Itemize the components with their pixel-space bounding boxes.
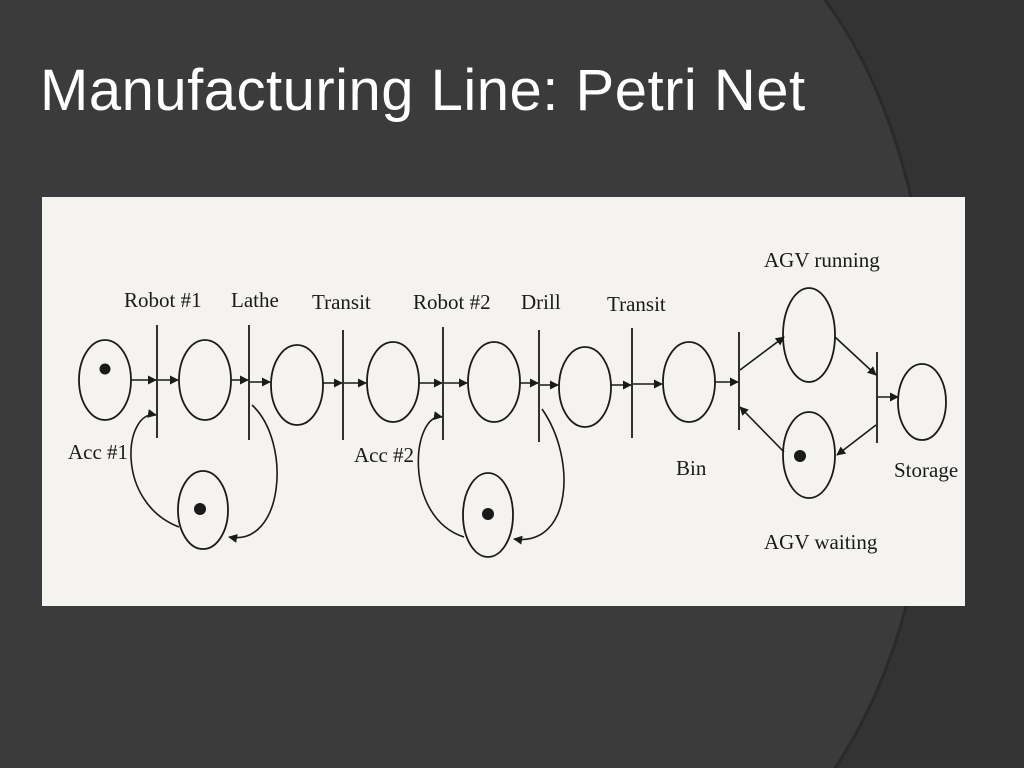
petri-net-figure: Robot #1 Lathe Transit Robot #2 Drill Tr… bbox=[42, 197, 965, 606]
arc-drill-acc2 bbox=[513, 408, 565, 545]
place-acc2 bbox=[462, 472, 514, 558]
place-acc1 bbox=[177, 470, 229, 550]
arc-dispatch-agv-running bbox=[739, 336, 785, 371]
place-input bbox=[78, 339, 132, 421]
label-lathe: Lathe bbox=[231, 288, 279, 312]
place-after-transit1 bbox=[366, 341, 420, 423]
label-drill: Drill bbox=[521, 290, 561, 314]
place-storage bbox=[897, 363, 947, 441]
token-input bbox=[99, 363, 111, 375]
label-bin: Bin bbox=[676, 456, 707, 480]
token-agv-waiting bbox=[794, 450, 806, 462]
place-after-drill bbox=[558, 346, 612, 428]
arc-agv-running-deliver bbox=[834, 336, 877, 376]
arc-acc2-robot2 bbox=[417, 411, 465, 538]
token-acc2 bbox=[482, 508, 494, 520]
label-storage: Storage bbox=[894, 458, 958, 482]
petri-net-diagram: Robot #1 Lathe Transit Robot #2 Drill Tr… bbox=[68, 248, 958, 558]
label-agv-waiting: AGV waiting bbox=[764, 530, 878, 554]
arc-lathe-acc1 bbox=[228, 404, 278, 543]
arc-acc1-robot1 bbox=[130, 409, 180, 528]
arc-deliver-agv-waiting bbox=[836, 424, 877, 456]
place-bin bbox=[662, 341, 716, 423]
label-acc1: Acc #1 bbox=[68, 440, 128, 464]
label-robot2: Robot #2 bbox=[413, 290, 491, 314]
place-after-robot1 bbox=[178, 339, 232, 421]
token-acc1 bbox=[194, 503, 206, 515]
place-agv-running bbox=[782, 287, 836, 383]
label-acc2: Acc #2 bbox=[354, 443, 414, 467]
label-agv-running: AGV running bbox=[764, 248, 880, 272]
place-agv-waiting bbox=[782, 411, 836, 499]
arc-agv-waiting-dispatch bbox=[739, 406, 785, 453]
label-robot1: Robot #1 bbox=[124, 288, 202, 312]
label-transit1: Transit bbox=[312, 290, 371, 314]
label-transit2: Transit bbox=[607, 292, 666, 316]
slide-title: Manufacturing Line: Petri Net bbox=[40, 58, 806, 123]
place-after-robot2 bbox=[467, 341, 521, 423]
place-after-lathe bbox=[270, 344, 324, 426]
